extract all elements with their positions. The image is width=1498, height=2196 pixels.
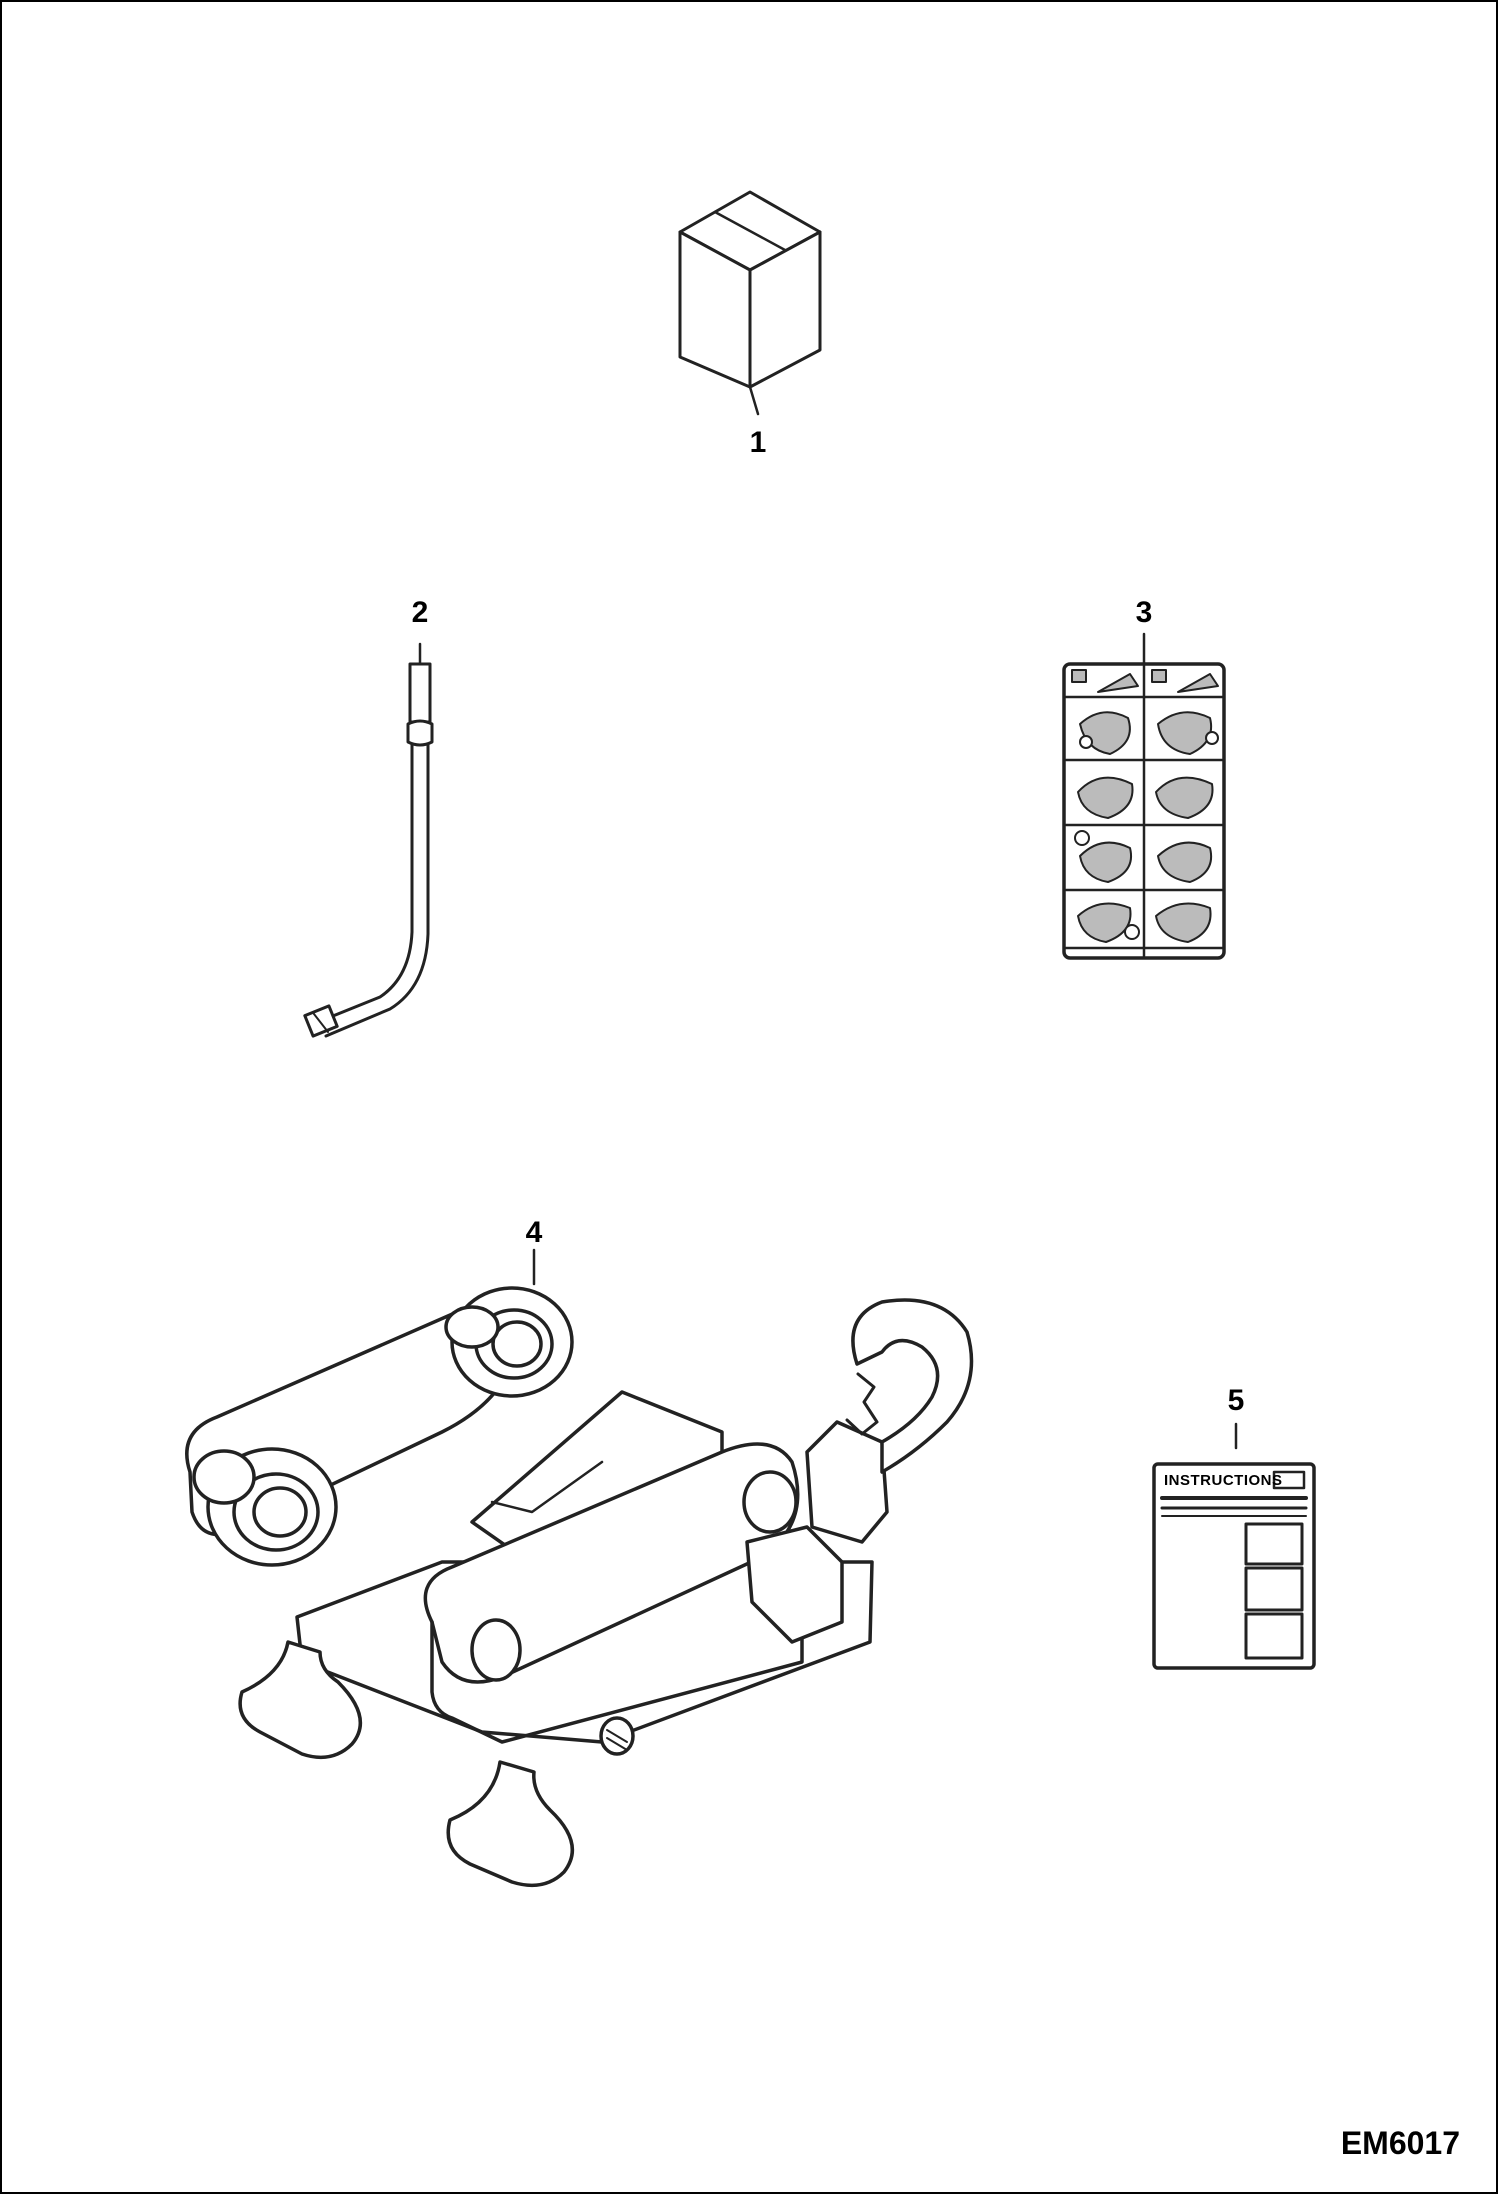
- callout-1: 1: [749, 426, 767, 459]
- drawing-code: EM6017: [1340, 2125, 1460, 2161]
- decal-sheet-illustration: [1062, 632, 1226, 960]
- callout-3: 3: [1135, 596, 1153, 629]
- callout-4: 4: [525, 1216, 543, 1249]
- callout-5: 5: [1227, 1384, 1245, 1417]
- kit-box-illustration: [678, 190, 822, 416]
- instruction-card-illustration: [1152, 1422, 1316, 1670]
- instruction-card-title: INSTRUCTIONS: [1164, 1472, 1283, 1489]
- callout-2: 2: [411, 596, 429, 629]
- rod-pin-illustration: [303, 642, 434, 1038]
- quick-coupler-illustration: [185, 1248, 974, 1888]
